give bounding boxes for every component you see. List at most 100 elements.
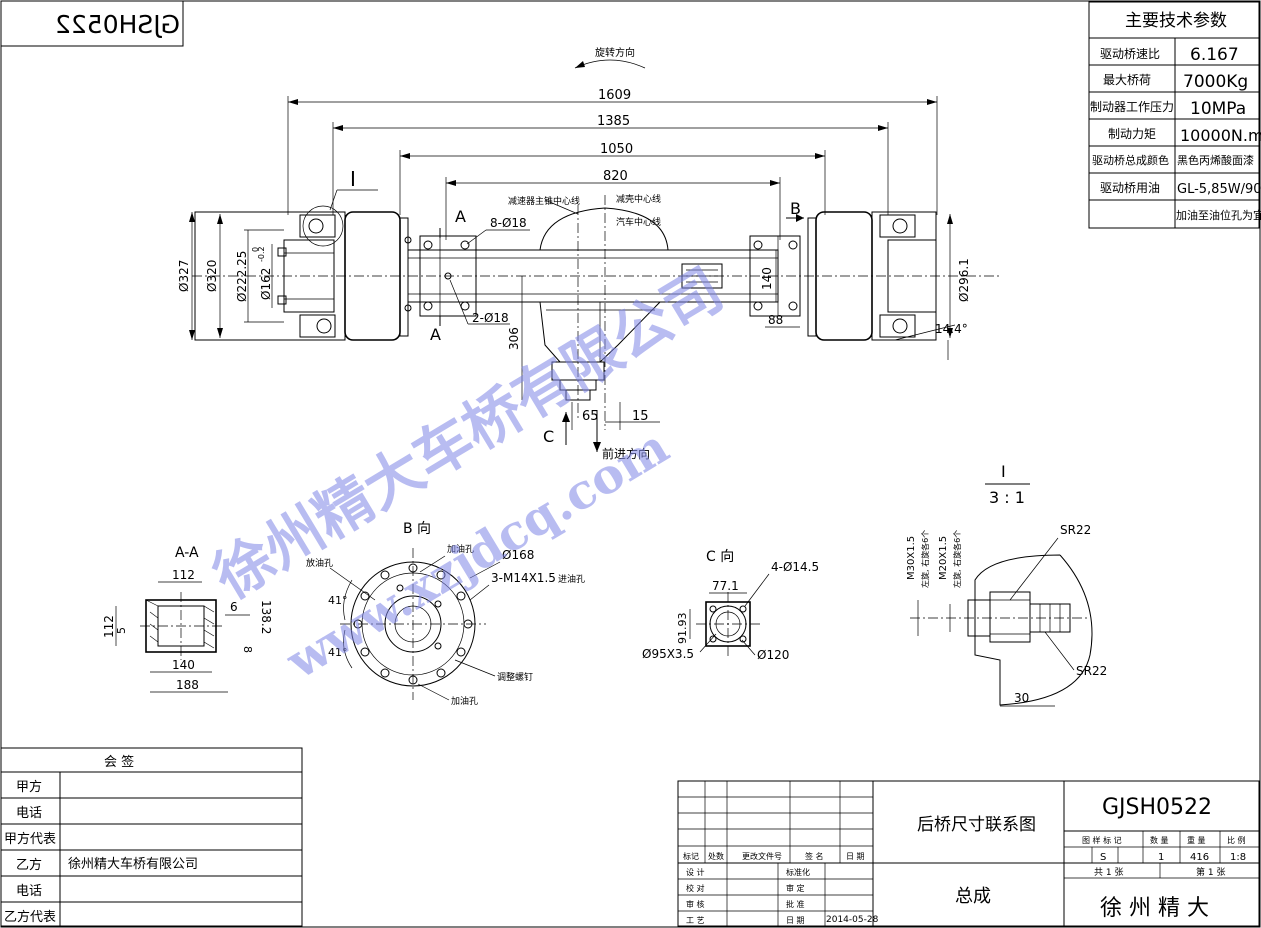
role-right-2: 批 准	[786, 899, 805, 909]
attr-value-2: 416	[1190, 852, 1209, 863]
detail-i-m20: M20X1.5	[938, 536, 949, 580]
dia-327: Ø327	[177, 260, 191, 292]
view-c-dia-95: Ø95X3.5	[642, 647, 694, 661]
company-name: 徐 州 精 大	[1100, 896, 1209, 921]
attr-header-1: 数 量	[1150, 835, 1169, 845]
dim-65: 65	[582, 409, 599, 424]
param-label-color: 驱动桥总成颜色	[1092, 153, 1169, 167]
section-b: B	[790, 199, 801, 218]
title-block: 标记 处数 更改文件号 签 名 日 期 设 计 校 对 审 核 工 艺 标准化 …	[677, 780, 1260, 927]
detail-i-sr22-bottom: SR22	[1076, 664, 1107, 678]
section-aa-title: A-A	[175, 545, 199, 561]
attr-value-0: S	[1100, 852, 1106, 863]
label-vehicle-center: 汽车中心线	[616, 216, 661, 228]
view-b-dia-168: Ø168	[502, 548, 534, 562]
left-hub-dimensions: Ø327 Ø320 Ø222.25 Ø162 -0.2 0	[177, 212, 284, 340]
attr-value-3: 1:8	[1230, 852, 1246, 863]
drawing-number-mirrored-text: GJSH0522	[55, 10, 180, 39]
signoff-title: 会 签	[104, 754, 134, 770]
aa-dim-188: 188	[176, 678, 199, 692]
front-view: 旋转方向 1609 1385 1050 820	[177, 46, 1000, 461]
callout-i: I	[302, 167, 378, 247]
param-value-ratio: 6.167	[1190, 45, 1239, 65]
forward-direction-label: 前进方向	[602, 446, 650, 461]
role-left-3: 工 艺	[686, 916, 705, 925]
signoff-table: 会 签 甲方 电话 甲方代表 乙方 徐州精大车桥有限公司 电话 乙方代表	[0, 747, 303, 927]
rotation-label: 旋转方向	[595, 46, 635, 59]
aa-dim-6: 6	[230, 600, 238, 614]
aa-dim-5: 5	[115, 627, 128, 634]
rev-header-3: 签 名	[805, 851, 824, 861]
view-c-dia-120: Ø120	[757, 648, 789, 662]
label-reducer-center: 减速器主锥中心线	[508, 195, 580, 207]
tol-162-upper: -0.2	[257, 246, 266, 262]
drawing-name: 后桥尺寸联系图	[917, 815, 1036, 835]
aa-dim-140: 140	[172, 658, 195, 672]
rev-header-1: 处数	[708, 851, 724, 861]
assembly-label: 总成	[955, 886, 991, 907]
callout-i-label: I	[350, 167, 356, 191]
dia-162: Ø162	[259, 268, 273, 300]
view-b-angle-1: 41°	[328, 594, 348, 607]
title-block-date: 2014-05-28	[826, 915, 879, 925]
detail-i-m20-note: 左旋, 右旋各6个	[952, 530, 962, 588]
param-label-ratio: 驱动桥速比	[1100, 47, 1160, 61]
attr-header-3: 比 例	[1227, 835, 1246, 845]
tol-162-lower: 0	[251, 247, 260, 252]
angle-144: 14.4°	[935, 322, 968, 336]
view-c-dim-9193: 91.93	[676, 613, 689, 645]
view-c-holes: 4-Ø14.5	[771, 560, 819, 574]
dim-88: 88	[768, 313, 783, 327]
signoff-label-1: 电话	[16, 806, 42, 821]
view-b-adjust: 调整螺钉	[497, 671, 533, 683]
param-label-torque: 制动力矩	[1108, 127, 1156, 141]
detail-i-title: I	[1001, 462, 1006, 481]
view-b-angle-2: 41°	[328, 646, 348, 659]
aa-dim-112-side: 112	[102, 615, 116, 638]
detail-i-m30: M30X1.5	[906, 536, 917, 580]
view-b-drain: 放油孔	[306, 557, 333, 569]
rev-header-0: 标记	[683, 851, 699, 861]
role-left-0: 设 计	[686, 867, 705, 877]
watermark: 徐州精大车桥有限公司 www.xzjdcq.com	[201, 255, 734, 691]
signoff-label-2: 甲方代表	[4, 831, 56, 847]
view-b: B 向 放油孔 加油孔 Ø168 3-M14X1.5 进油孔 41° 41° 调…	[306, 521, 585, 707]
detail-i: I 3 : 1 M30X1.5 左旋, 右旋各6个 M20X1.5 左旋, 右旋…	[906, 462, 1107, 707]
axle-housing	[407, 195, 801, 430]
tech-params-table: 主要技术参数 驱动桥速比 6.167 最大桥荷 7000Kg 制动器工作压力 1…	[1088, 1, 1261, 229]
mirrored-drawing-number: GJSH0522	[0, 0, 184, 47]
view-c-label: C	[543, 427, 554, 446]
view-b-fill-bottom: 加油孔	[451, 695, 478, 707]
role-right-3: 日 期	[786, 916, 805, 925]
label-axle-center: 减壳中心线	[616, 193, 661, 205]
view-c-title: C 向	[706, 549, 734, 565]
param-label-pressure: 制动器工作压力	[1090, 100, 1174, 114]
dia-320: Ø320	[205, 260, 219, 292]
attr-header-2: 重 量	[1187, 835, 1206, 845]
view-c: C 向 77.1 4-Ø14.5 91.93 Ø95X3.5 Ø120	[642, 549, 819, 662]
rotation-arrow	[574, 59, 646, 69]
dim-306: 306	[507, 327, 521, 350]
right-brake-hub: Ø296.1 14.4°	[807, 211, 971, 360]
role-right-1: 审 定	[786, 883, 805, 893]
rev-header-4: 日 期	[846, 852, 865, 861]
view-c-dim-771: 77.1	[712, 579, 739, 593]
sheet-number: 第 1 张	[1196, 866, 1225, 878]
dim-15: 15	[632, 409, 649, 424]
tech-params-title: 主要技术参数	[1125, 11, 1227, 31]
signoff-label-5: 乙方代表	[4, 909, 56, 925]
hole-2-18: 2-Ø18	[472, 311, 509, 325]
param-value-fill: 加油至油位孔为宜	[1176, 208, 1261, 222]
dia-22225: Ø222.25	[235, 251, 249, 302]
drawing-number: GJSH0522	[1102, 795, 1212, 820]
signoff-label-0: 甲方	[16, 779, 42, 795]
view-b-title: B 向	[403, 521, 431, 537]
section-a-top: A	[455, 207, 466, 226]
view-b-thread: 3-M14X1.5	[491, 571, 556, 585]
signoff-label-4: 电话	[16, 884, 42, 899]
dim-140: 140	[760, 267, 774, 290]
detail-i-m30-note: 左旋, 右旋各6个	[920, 530, 930, 588]
signoff-value-3: 徐州精大车桥有限公司	[68, 856, 198, 872]
